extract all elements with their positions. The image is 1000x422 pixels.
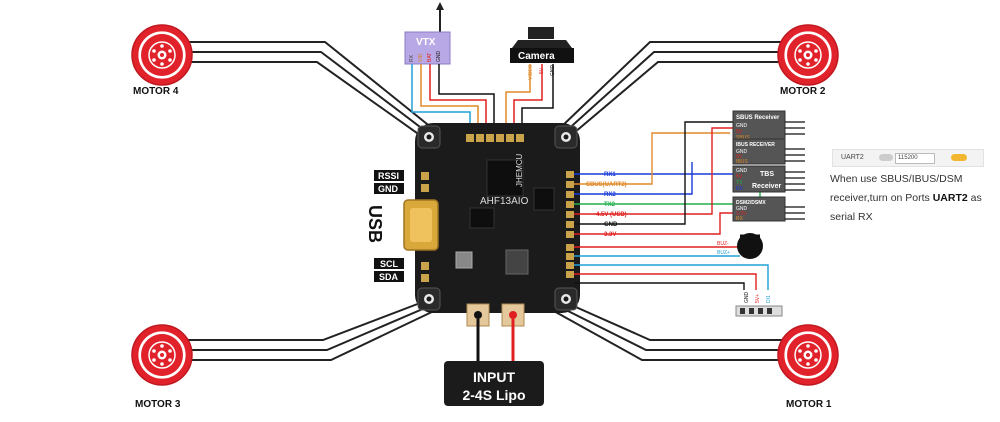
motor-3 [131,324,193,386]
receiver-sbus-title: SBUS Receiver [736,115,780,121]
vtx-module: VTX RX VID BAT GND [404,31,451,65]
vtx-title: VTX [416,37,436,48]
motor-1 [777,324,839,386]
receiver-tbs-pin3: RX [736,186,744,192]
buzzer-pos-label: BUZ+ [717,250,730,256]
signal-sbus: SBUS(UART2) [586,182,627,188]
note-text-1: When use SBUS/IBUS/DSM receiver,turn on … [830,173,963,204]
vtx-pin-vid: VID [418,53,424,62]
usb-label: USB [365,205,385,243]
uart2-note: When use SBUS/IBUS/DSM receiver,turn on … [830,170,990,227]
receiver-dsm: DSM2/DSMX GND 3.3V RX [732,196,805,222]
receiver-tbs-pin1: 5V [736,174,743,180]
led-pin-5v: 5V+ [755,294,761,303]
ports-panel-port: UART2 [841,154,864,161]
ports-panel-msp-toggle[interactable] [879,154,893,161]
receiver-dsm-pin1: 3.3V [736,211,747,217]
camera-module: Camera VIDEO 5V GND [510,27,574,80]
receiver-ibus-pin0: GND [736,149,748,155]
led-pin-gnd: GND [744,292,750,304]
vtx-pin-rx: RX [409,54,415,62]
receiver-sbus-pin0: GND [736,123,748,129]
vtx-pin-gnd: GND [436,51,442,63]
signal-labels: RX1 SBUS(UART2) RX2 TX2 4.5V (USB) GND 3… [586,172,627,238]
led-pin-di1: DI1 [766,295,772,303]
signal-rx2: RX2 [604,192,616,198]
receiver-sbus-pin1: 5V [736,129,743,135]
input-line2: 2-4S Lipo [462,387,525,403]
sda-label: SDA [379,272,399,282]
rssi-label: RSSI [378,171,399,181]
led-strip: GND 5V+ DI1 [735,292,783,317]
receiver-ibus-title: IBUS RECEIVER [736,142,775,148]
gnd-label: GND [378,184,399,194]
receiver-tbs-title: TBS [760,171,774,178]
receiver-dsm-pin2: RX [736,216,744,222]
receiver-tbs-title2: Receiver [752,183,781,190]
signal-rx1: RX1 [604,172,616,178]
camera-title: Camera [518,51,555,62]
ports-panel-serialrx-toggle[interactable] [951,154,967,161]
vtx-pin-bat: BAT [427,53,433,62]
receiver-tbs-pin2: TX [736,180,743,186]
receiver-tbs: TBS Receiver GND 5V TX RX [732,165,805,193]
board-brand: JHEMCU [515,153,524,187]
ports-panel-baud-select[interactable]: 115200 [895,153,935,164]
camera-pin-video: VIDEO [528,64,534,80]
input-line1: INPUT [473,369,515,385]
motor-2-label: MOTOR 2 [780,86,826,97]
receiver-sbus: SBUS Receiver GND 5V SBUS [732,110,805,142]
ports-panel: UART2 115200 [832,149,984,167]
left-pad-labels: RSSI GND SCL SDA USB [365,170,404,282]
receiver-ibus: IBUS RECEIVER GND 5V IBUS [732,138,805,165]
note-bold: UART2 [932,192,968,204]
signal-gnd: GND [604,222,618,228]
motor-3-label: MOTOR 3 [135,399,181,410]
receiver-dsm-title: DSM2/DSMX [736,200,766,206]
receiver-tbs-pin0: GND [736,168,748,174]
buzzer: BUZ- BUZ+ [717,233,763,259]
buzzer-neg-label: BUZ- [717,241,729,247]
flight-controller-board: JHEMCU AHF13AIO [403,123,580,313]
board-chip-text: AHF13AIO [480,196,529,207]
battery-leads: INPUT 2-4S Lipo [444,303,544,406]
signal-4v5: 4.5V (USB) [596,212,627,218]
scl-label: SCL [380,259,399,269]
signal-3v3: 3.3V [604,232,616,238]
vtx-antenna [436,2,444,33]
receiver-ibus-pin1: 5V [736,154,743,160]
receiver-ibus-pin2: IBUS [736,159,748,165]
signal-tx2: TX2 [604,202,616,208]
receiver-dsm-pin0: GND [736,206,748,212]
motor-2 [777,24,839,86]
motor-1-label: MOTOR 1 [786,399,832,410]
motor-4-label: MOTOR 4 [133,86,179,97]
motor-wires [185,41,785,361]
note-text-2: as serial RX [830,192,982,223]
motor-4 [131,24,193,86]
receiver-sbus-pin2: SBUS [736,135,750,141]
